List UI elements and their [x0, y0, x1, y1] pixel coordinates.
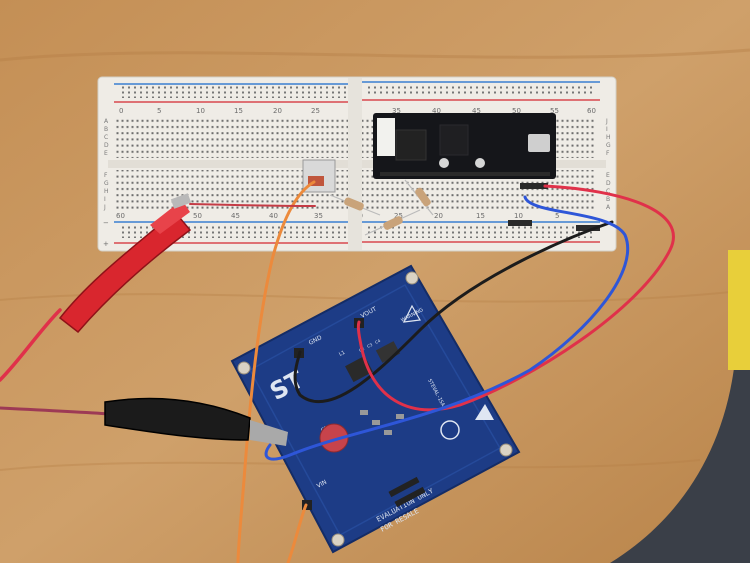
wire-black	[293, 220, 614, 404]
row-letters-right: J I H G F E D C B A	[605, 118, 611, 211]
row-letter: H	[104, 188, 109, 195]
column-numbers-top: 0 5 10 15 20 25 30 35 40 45 50 55 60	[119, 107, 596, 115]
l1-label: L1	[338, 350, 346, 358]
wire-red	[356, 184, 675, 412]
col-num: 0	[119, 107, 123, 115]
col-num: 10	[514, 212, 523, 220]
wire-red-lead	[0, 308, 62, 382]
row-letter: E	[606, 172, 610, 179]
row-letter: D	[606, 180, 611, 187]
row-letter: B	[606, 196, 610, 203]
jumper-header	[508, 220, 532, 226]
vin-label: VIN	[316, 479, 328, 490]
yellow-object	[728, 250, 750, 370]
col-num: 55	[550, 107, 559, 115]
c4-label: C4	[374, 338, 381, 345]
col-num: 20	[273, 107, 282, 115]
row-letter: F	[104, 172, 108, 179]
esd-icon	[475, 404, 494, 420]
wire-red-breadboard	[189, 203, 316, 207]
row-letter: I	[104, 196, 106, 203]
button-right	[475, 158, 485, 168]
row-letter: B	[104, 126, 108, 133]
row-letter: A	[606, 204, 611, 211]
col-num: 40	[269, 212, 278, 220]
col-num: 25	[394, 212, 403, 220]
badge-icon	[440, 420, 460, 440]
button-left	[439, 158, 449, 168]
row-letter: E	[104, 150, 108, 157]
wire-orange	[236, 180, 316, 563]
row-letter: A	[104, 118, 109, 125]
row-letters-left: A B C D E F G H I J	[103, 118, 109, 211]
mount-hole	[405, 271, 419, 285]
col-num: 40	[432, 107, 441, 115]
red-alligator-clip	[58, 193, 192, 334]
row-letter: G	[606, 142, 611, 149]
minus-symbol: −	[103, 219, 109, 227]
warning-icon	[402, 304, 421, 323]
col-num: 60	[587, 107, 596, 115]
header-pins	[388, 476, 420, 498]
jumper-header	[520, 183, 548, 189]
col-num: 5	[555, 212, 559, 220]
antenna-module	[377, 118, 395, 156]
row-letter: F	[606, 150, 610, 157]
wire-orange-lower	[286, 503, 308, 563]
resistors	[329, 179, 434, 236]
col-num: 15	[234, 107, 243, 115]
col-num: 45	[472, 107, 481, 115]
row-letter: J	[103, 204, 106, 211]
black-alligator-clip	[104, 397, 288, 446]
col-num: 50	[512, 107, 521, 115]
col-num: 25	[311, 107, 320, 115]
col-num: 45	[231, 212, 240, 220]
col-num: 5	[157, 107, 161, 115]
row-letter: D	[104, 142, 109, 149]
row-letter: G	[104, 180, 109, 187]
row-letter: J	[605, 118, 608, 125]
col-num: 15	[476, 212, 485, 220]
plus-symbol: +	[103, 240, 109, 248]
wire-lead-left	[0, 406, 112, 416]
microcontroller-board	[373, 113, 556, 179]
floor-shadow	[610, 360, 750, 563]
jumper-header	[576, 225, 600, 231]
mount-hole	[237, 361, 251, 375]
col-num: 20	[434, 212, 443, 220]
row-letter: H	[606, 134, 611, 141]
wires	[0, 180, 675, 563]
col-num: 10	[196, 107, 205, 115]
usb-c-port	[528, 134, 550, 152]
col-num: 60	[116, 212, 125, 220]
col-num: 35	[392, 107, 401, 115]
row-letter: C	[104, 134, 108, 141]
mount-hole	[331, 533, 345, 547]
mount-hole	[499, 443, 513, 457]
row-letter: C	[606, 188, 610, 195]
c3-label: C3	[366, 342, 373, 349]
electrolytic-capacitor	[319, 423, 349, 453]
header-pins	[394, 486, 426, 508]
wire-blue	[264, 195, 630, 461]
col-num: 50	[193, 212, 202, 220]
row-letter: I	[606, 126, 608, 133]
col-num: 35	[314, 212, 323, 220]
